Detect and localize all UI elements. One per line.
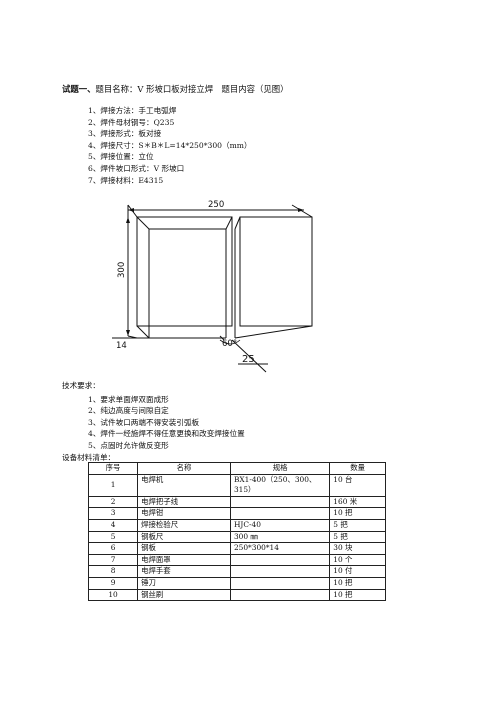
table-row: 2 电焊把子线 160 米: [87, 495, 386, 509]
arrow-top-left: [128, 208, 134, 212]
requirements-list: 1、要求单面焊双面成形 2、纯边高度与间隙自定 3、试件坡口两端不得安装引弧板 …: [88, 394, 245, 451]
spec-item: 7、焊接材料：E4315: [88, 175, 164, 185]
dim-left-label: 300: [117, 262, 127, 278]
cell-spec: [229, 565, 331, 578]
dim-top-label: 250: [208, 200, 224, 210]
cell-index: 7: [87, 553, 139, 567]
cell-index: 5: [87, 530, 139, 544]
table-row: 4 焊接检验尺 HJC-40 5 把: [87, 518, 386, 532]
right-plate-groove-edge: [234, 216, 241, 230]
cell-index: 9: [87, 576, 139, 590]
cell-index: 4: [87, 518, 139, 532]
left-plate-bevel-top: [136, 216, 150, 230]
table-row: 6 钢板 250*300*14 30 块: [87, 542, 386, 555]
dim-root-label: 25: [242, 354, 255, 365]
table-row: 9 锤刀 10 把: [87, 576, 386, 590]
cell-spec: [229, 576, 331, 590]
cell-index: 8: [87, 565, 139, 578]
cell-name: 钢丝刷: [137, 588, 231, 602]
cell-qty: 10 个: [329, 553, 386, 567]
cell-spec: [229, 495, 331, 509]
col-header-qty: 数量: [329, 462, 386, 475]
cell-spec: [229, 588, 331, 602]
cell-name: 钢板尺: [137, 530, 231, 544]
exam-title-text: 题目名称：V 形坡口板对接立焊 题目内容（见图）: [95, 84, 289, 94]
exam-title: 试题一、题目名称：V 形坡口板对接立焊 题目内容（见图）: [62, 83, 288, 95]
cell-qty: 10 把: [329, 588, 386, 602]
requirement-item: 4、焊件一经施焊不得任意更换和改变焊接位置: [88, 429, 245, 439]
cell-spec: 250*300*14: [229, 542, 331, 555]
spec-item: 2、焊件母材钢号：Q235: [88, 117, 175, 127]
requirement-item: 2、纯边高度与间隙自定: [88, 406, 169, 416]
cell-name: 电焊钳: [137, 507, 231, 520]
leader-angle: [219, 335, 225, 341]
cell-qty: 10 把: [329, 507, 386, 520]
table-row: 10 钢丝刷 10 把: [87, 588, 386, 602]
cell-qty: 10 付: [329, 565, 386, 578]
cell-name: 钢板: [137, 542, 231, 555]
cell-qty: 5 把: [329, 530, 386, 544]
col-header-name: 名称: [137, 462, 231, 475]
cell-name: 焊接检验尺: [137, 518, 231, 532]
equipment-title: 设备材料清单：: [62, 453, 116, 462]
cell-index: 1: [87, 473, 139, 497]
dim-angle-label: 60°: [222, 339, 237, 349]
leader-root: [231, 339, 267, 373]
spec-item: 1、焊接方法：手工电弧焊: [88, 106, 177, 115]
table-header-row: 序号 名称 规格 数量: [87, 462, 386, 475]
cell-spec: BX1-400（250、300、315）: [229, 473, 331, 497]
arrow-top-right: [298, 208, 304, 212]
cell-name: 电焊机: [137, 473, 231, 497]
ext-right-top: [291, 204, 313, 218]
exam-title-label: 试题一、: [62, 84, 96, 94]
cell-name: 电焊把子线: [137, 495, 231, 509]
requirement-item: 5、点固时允许做反变形: [88, 440, 169, 450]
left-plate-bevel-bottom: [136, 325, 150, 339]
requirement-item: 1、要求单面焊双面成形: [88, 395, 169, 404]
spec-item: 5、焊接位置：立位: [88, 152, 154, 162]
cell-qty: 10 把: [329, 576, 386, 590]
cell-spec: 300 ㎜: [229, 530, 331, 544]
cell-name: 电焊面罩: [137, 553, 231, 567]
dim-thickness-label: 14: [116, 341, 127, 351]
cell-index: 10: [87, 588, 139, 602]
right-plate: [239, 216, 313, 327]
right-plate-bottom-edge: [234, 325, 313, 339]
col-header-index: 序号: [87, 462, 139, 475]
requirements-title: 技术要求：: [62, 381, 100, 390]
table-row: 8 电焊手套 10 付: [87, 565, 386, 578]
cell-spec: [229, 553, 331, 567]
spec-item: 4、焊接尺寸：S＊B＊L=14*250*300（mm）: [88, 140, 252, 150]
left-plate-groove-edge: [225, 216, 233, 230]
cell-qty: 10 台: [329, 473, 386, 497]
table-row: 5 钢板尺 300 ㎜ 5 把: [87, 530, 386, 544]
cell-index: 2: [87, 495, 139, 509]
cell-name: 电焊手套: [137, 565, 231, 578]
col-header-spec: 规格: [229, 462, 331, 475]
cell-qty: 5 把: [329, 518, 386, 532]
arrow-left-top: [126, 217, 130, 223]
cell-index: 3: [87, 507, 139, 520]
table-row: 7 电焊面罩 10 个: [87, 553, 386, 567]
equipment-table: 序号 名称 规格 数量 1 电焊机 BX1-400（250、300、315） 1…: [87, 462, 386, 602]
angle-arc: [219, 339, 241, 345]
spec-item: 6、焊件坡口形式：V 形坡口: [88, 163, 185, 173]
arrow-left-bottom: [126, 330, 130, 336]
table-row: 3 电焊钳 10 把: [87, 507, 386, 520]
cell-qty: 30 块: [329, 542, 386, 555]
requirement-item: 3、试件坡口两端不得安装引弧板: [88, 417, 200, 427]
left-plate: [136, 216, 233, 327]
cell-index: 6: [87, 542, 139, 555]
spec-list: 1、焊接方法：手工电弧焊 2、焊件母材钢号：Q235 3、焊接形式：板对接 4、…: [88, 105, 252, 186]
cell-qty: 160 米: [329, 495, 386, 509]
spec-item: 3、焊接形式：板对接: [88, 129, 162, 139]
table-row: 1 电焊机 BX1-400（250、300、315） 10 台: [87, 473, 386, 497]
cell-spec: [229, 507, 331, 520]
cell-name: 锤刀: [137, 576, 231, 590]
cell-spec: HJC-40: [229, 518, 331, 532]
